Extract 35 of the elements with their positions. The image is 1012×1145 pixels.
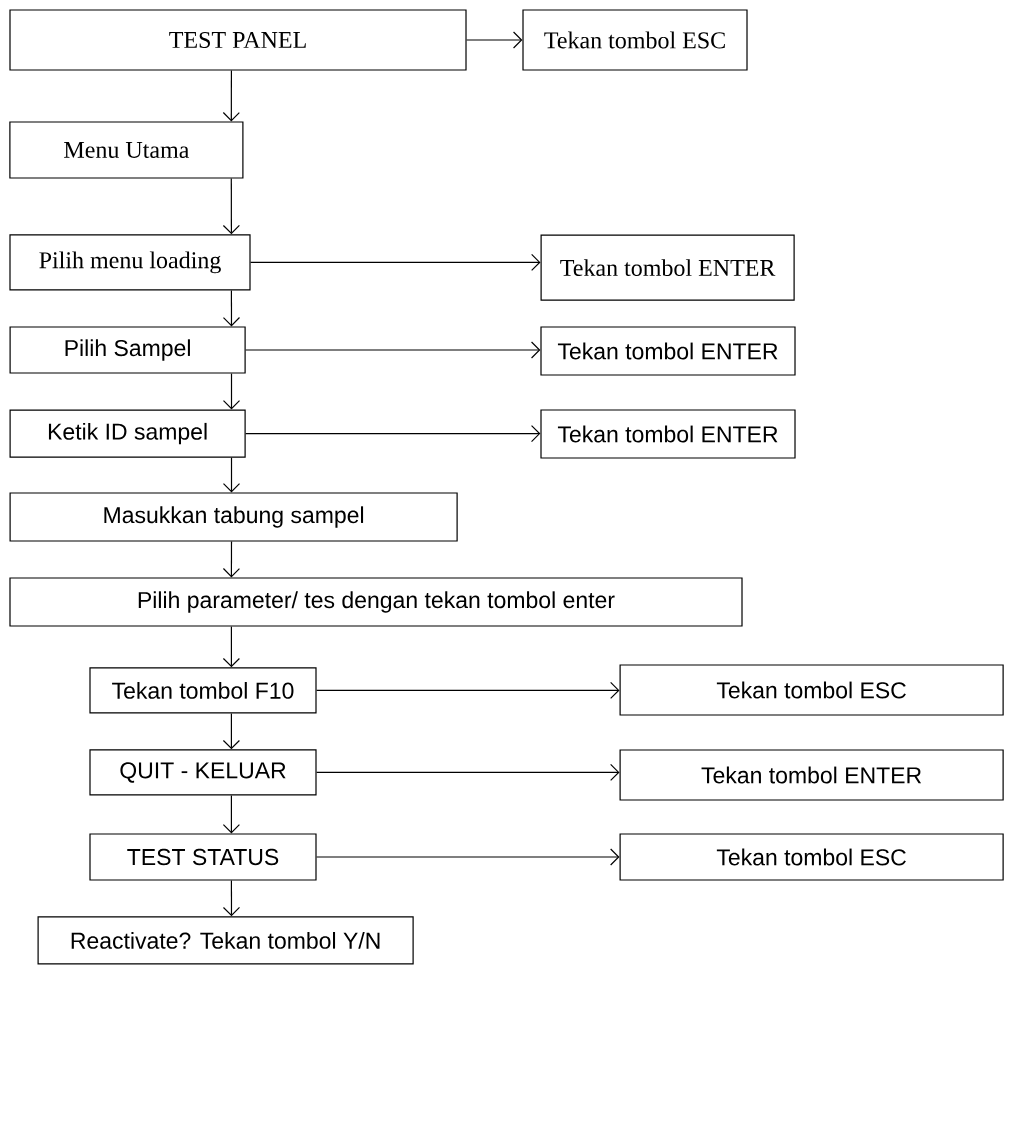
- arrow: [222, 457, 241, 493]
- arrow: [222, 626, 240, 668]
- arrow: [250, 253, 541, 271]
- arrow: [316, 848, 620, 866]
- arrow: [222, 712, 240, 750]
- arrow: [245, 341, 541, 359]
- process-box: Tekan tombol ENTER: [540, 234, 795, 301]
- arrow: [222, 373, 241, 410]
- arrow: [466, 31, 523, 49]
- arrow: [222, 541, 241, 578]
- arrow: [245, 425, 541, 443]
- arrow: [222, 880, 241, 917]
- process-box: Menu Utama: [9, 121, 244, 179]
- process-box: Tekan tombol ESC: [619, 833, 1004, 881]
- process-box: TEST PANEL: [9, 9, 467, 71]
- arrow: [222, 794, 240, 834]
- process-box: Tekan tombol ESC: [619, 664, 1004, 716]
- process-box: Pilih parameter/ tes dengan tekan tombol enter: [9, 577, 743, 627]
- process-box: Tekan tombol ENTER: [540, 409, 796, 459]
- process-box: Tekan tombol ENTER: [540, 326, 796, 376]
- arrow: [222, 70, 240, 122]
- process-box: Tekan tombol ENTER: [619, 749, 1004, 801]
- process-box: QUIT - KELUAR: [89, 749, 317, 796]
- process-box: Masukkan tabung sampel: [9, 492, 458, 542]
- process-box: Pilih menu loading: [9, 234, 251, 291]
- process-box: TEST STATUS: [89, 833, 317, 881]
- process-box: Reactivate? Tekan tombol Y/N: [37, 916, 414, 965]
- arrow: [316, 763, 620, 781]
- arrow: [316, 681, 620, 699]
- process-box: Tekan tombol ESC: [522, 9, 748, 71]
- arrow: [222, 289, 241, 327]
- process-box: Tekan tombol F10: [89, 667, 317, 714]
- process-box: Pilih Sampel: [9, 326, 246, 374]
- arrow: [222, 178, 240, 235]
- process-box: Ketik ID sampel: [9, 409, 246, 458]
